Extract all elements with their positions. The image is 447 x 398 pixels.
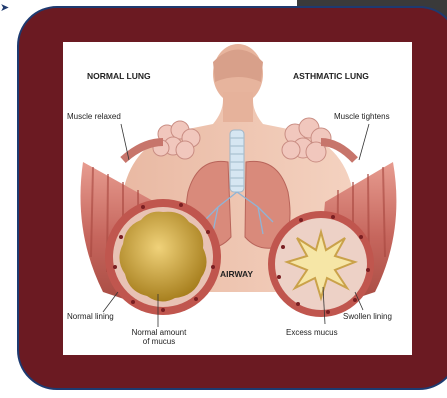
excess-mucus-label: Excess mucus bbox=[286, 328, 338, 337]
normal-mucus-label-line2: of mucus bbox=[125, 337, 193, 346]
muscle-relaxed-label: Muscle relaxed bbox=[67, 112, 121, 121]
airway-label: AIRWAY bbox=[220, 270, 253, 280]
normal-lung-heading: NORMAL LUNG bbox=[87, 72, 151, 82]
diagram-panel: NORMAL LUNG ASTHMATIC LUNG Muscle relaxe… bbox=[63, 42, 412, 355]
normal-mucus-label-line1: Normal amount bbox=[125, 328, 193, 337]
normal-mucus-label: Normal amount of mucus bbox=[125, 328, 193, 346]
lung-airway-illustration bbox=[63, 42, 412, 355]
swollen-lining-label: Swollen lining bbox=[343, 312, 392, 321]
corner-arrow-icon: ➤ bbox=[0, 2, 9, 13]
normal-lining-label: Normal lining bbox=[67, 312, 114, 321]
muscle-tightens-label: Muscle tightens bbox=[334, 112, 390, 121]
trachea bbox=[230, 130, 244, 192]
asthmatic-lung-heading: ASTHMATIC LUNG bbox=[293, 72, 369, 82]
